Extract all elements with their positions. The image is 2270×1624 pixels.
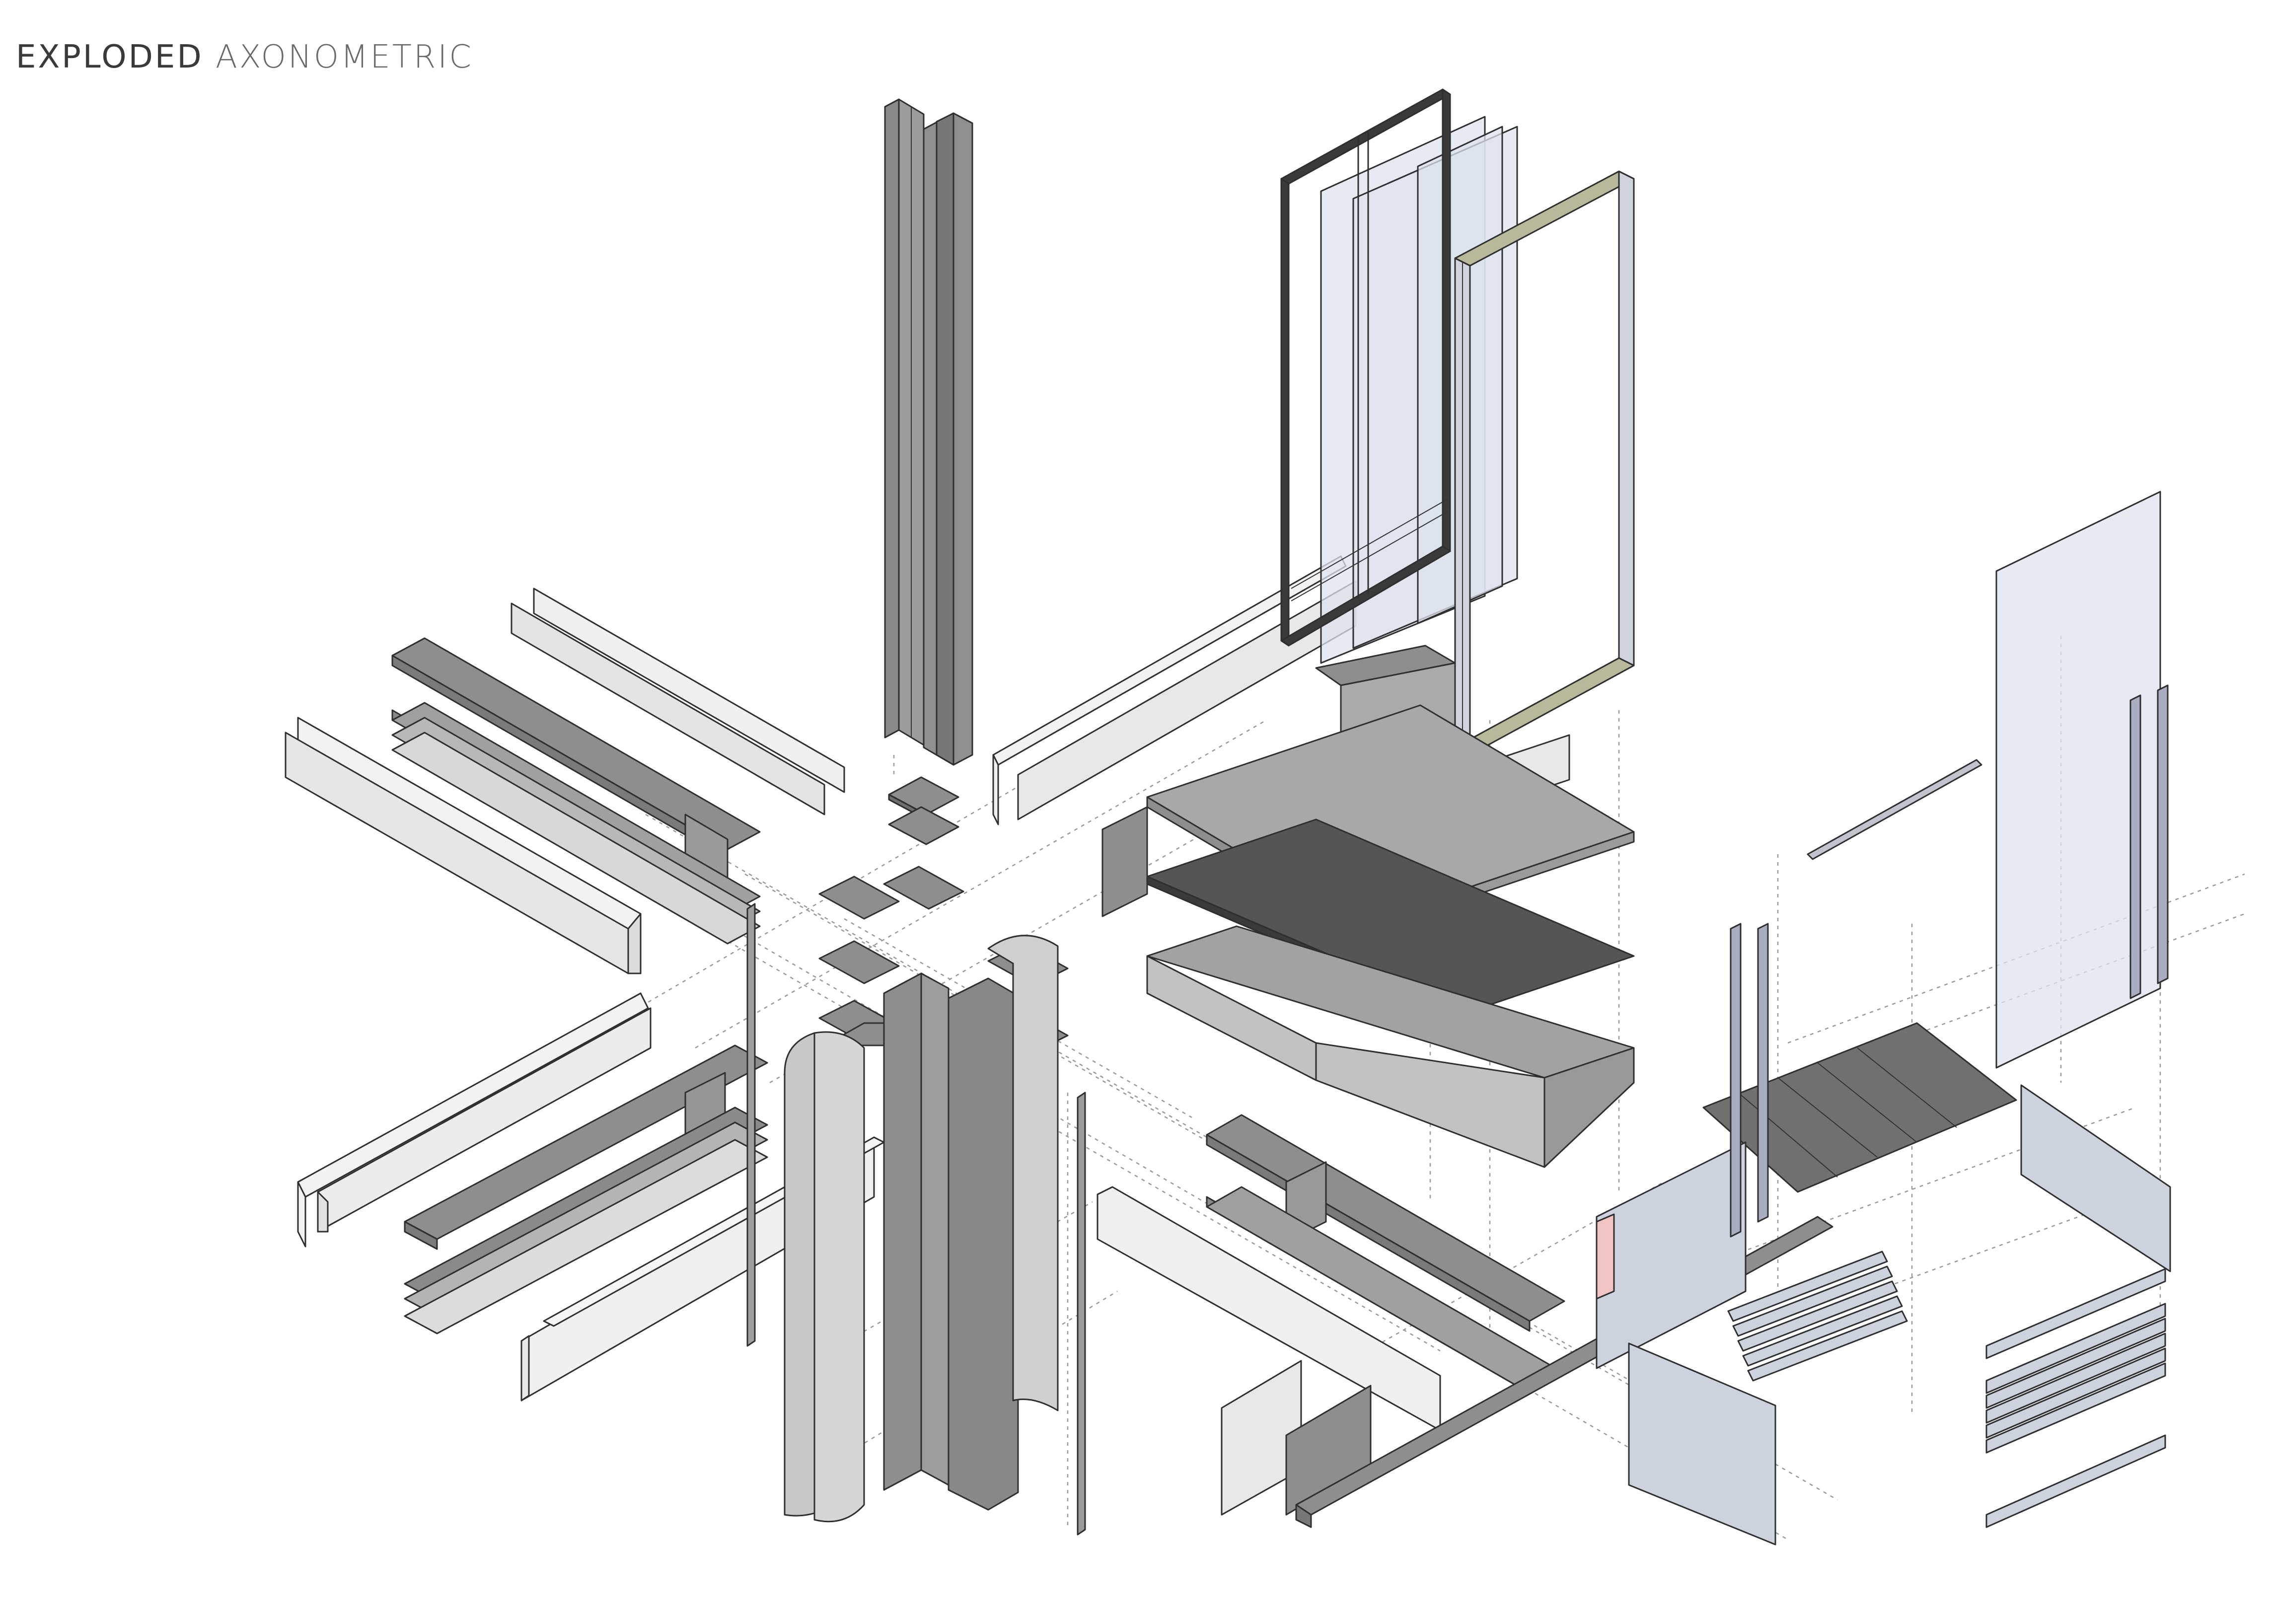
title-word-axonometric: AXONOMETRIC [215, 39, 473, 75]
floor-slab-stack [1146, 704, 1635, 1168]
right-lower-beams [1097, 1114, 1833, 1528]
right-facade-assembly [1596, 491, 2171, 1546]
stacked-planks [1985, 1268, 2166, 1528]
title-word-exploded: EXPLODED [16, 39, 204, 75]
louvre-blades [1727, 1251, 1908, 1382]
diagram-title: EXPLODED AXONOMETRIC [16, 39, 473, 75]
curtain-wall-assembly [1280, 88, 1635, 756]
central-column-upper [884, 98, 973, 766]
central-column-lower [784, 935, 1086, 1536]
left-upper-wing [285, 588, 845, 974]
